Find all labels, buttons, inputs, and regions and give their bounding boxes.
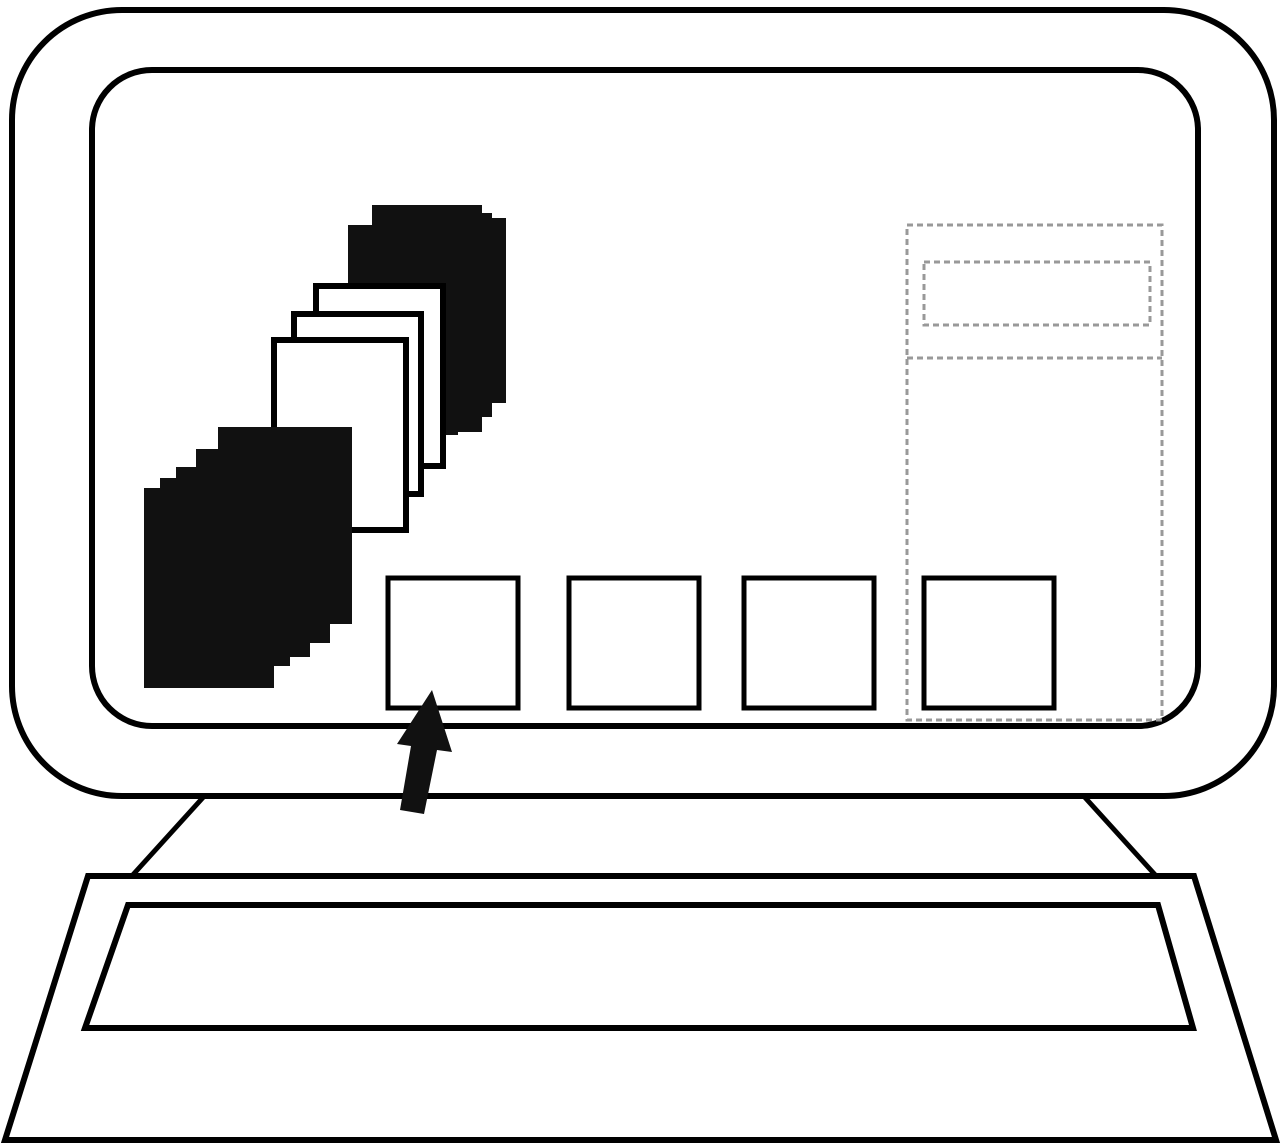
side-panel-header-field: [922, 260, 1152, 327]
target-boxes: [385, 575, 1057, 711]
dark-stack-bottom-left: [144, 427, 352, 688]
target-box-1[interactable]: [385, 575, 521, 711]
keyboard-keys-area: [80, 902, 1197, 1031]
target-box-2[interactable]: [566, 575, 702, 711]
arrow-up-icon: [397, 690, 452, 814]
monitor-stand: [128, 790, 1160, 880]
target-box-4[interactable]: [921, 575, 1057, 711]
side-panel: [905, 223, 1164, 722]
target-box-3[interactable]: [741, 575, 877, 711]
